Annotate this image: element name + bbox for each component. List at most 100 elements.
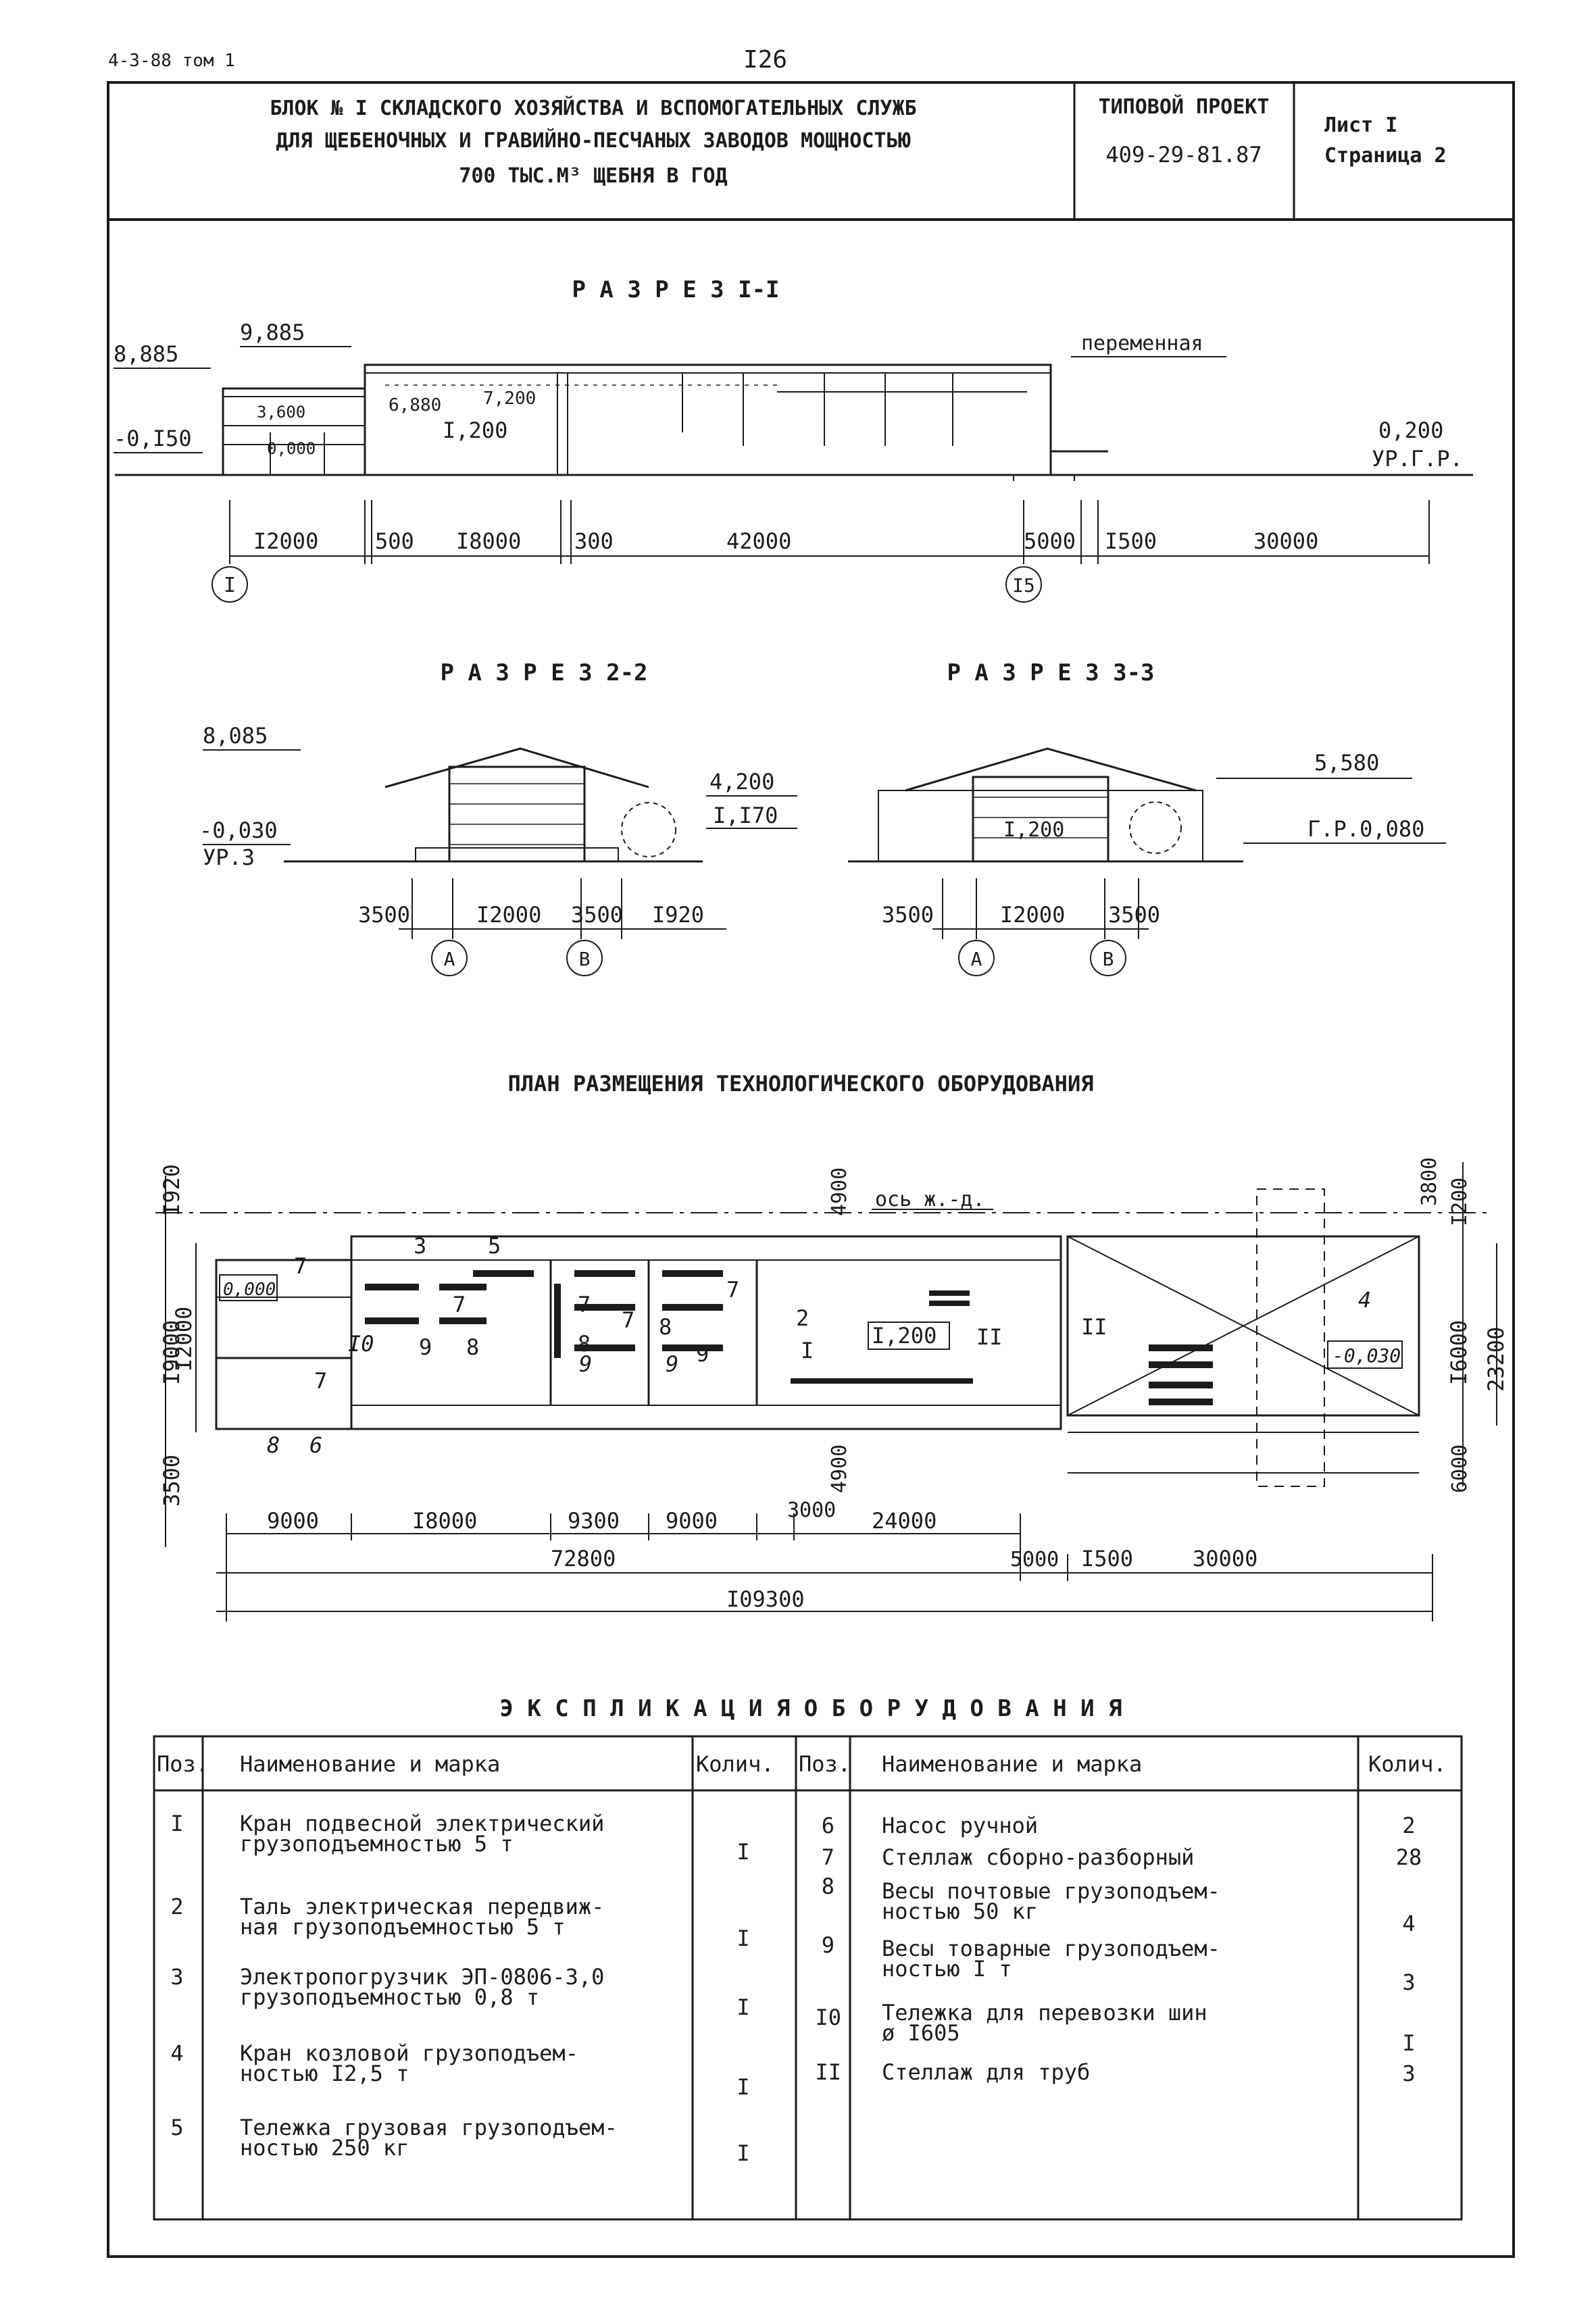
row-9-name-2: ностью I т [882,1956,1012,1982]
dim2-12000: I2000 [476,902,541,928]
hdim-9300: 9300 [568,1508,620,1534]
elev-6880: 6,880 [389,395,441,416]
page-label: Страница 2 [1324,144,1447,168]
row-2-name-2: ная грузоподъемностью 5 т [240,1914,566,1940]
row-8-pos: 8 [822,1873,834,1899]
row-8-name-2: ностью 50 кг [882,1898,1038,1924]
row-1-qty: I [737,1839,749,1865]
row-4-qty: I [737,2074,749,2100]
header-qty-right: Колич. [1368,1751,1447,1777]
vdim-1200: I200 [1448,1178,1472,1226]
title-block: БЛОК № I СКЛАДСКОГО ХОЗЯЙСТВА И ВСПОМОГА… [108,82,1514,221]
row-5-pos: 5 [170,2115,183,2140]
dim-500: 500 [375,528,414,554]
header-qty-left: Колич. [696,1751,774,1777]
section-1-heading: Р А З Р Е З I-I [572,276,779,303]
marker-3: 3 [414,1233,426,1259]
dim-1500: I500 [1105,528,1157,554]
elev-0000: 0,000 [267,439,316,458]
equipment-plan: ПЛАН РАЗМЕЩЕНИЯ ТЕХНОЛОГИЧЕСКОГО ОБОРУДО… [155,1071,1509,1621]
section-1-1: Р А З Р Е З I-I 8,885 9,885 -0,I50 3, [114,276,1473,603]
dim-5000: 5000 [1024,528,1076,554]
header-name-right: Наименование и марка [882,1751,1142,1777]
hdim-1500: I500 [1081,1546,1133,1571]
row-3-qty: I [737,1994,749,2020]
variable-label: переменная [1081,332,1203,355]
vdim-3500: 3500 [159,1455,184,1507]
plan-level-0000: 0,000 [223,1280,276,1300]
marker-10: I0 [348,1331,374,1357]
vdim-23200: 23200 [1483,1327,1509,1392]
section-2-heading: Р А З Р Е З 2-2 [440,659,647,686]
dim-300: 300 [574,528,614,554]
dim-18000: I8000 [456,528,521,554]
dim2-1920: I920 [652,902,704,928]
elev-1170: I,I70 [713,803,778,828]
row-2-qty: I [737,1926,749,1951]
row-5-name-2: ностью 250 кг [240,2135,409,2161]
axis-2-b: В [579,948,591,970]
marker-8a: 8 [466,1334,479,1360]
dim-30000: 30000 [1253,528,1318,554]
marker-8b: 8 [578,1331,591,1357]
row-1-name-1: Кран подвесной электрический [240,1811,604,1836]
row-6-qty: 2 [1402,1813,1415,1838]
marker-7d: 7 [622,1307,634,1333]
marker-9c: 9 [666,1351,678,1377]
elev-3600: 3,600 [257,403,305,422]
dim-12000: I2000 [253,528,318,554]
marker-11b: II [1081,1314,1107,1340]
ground-label-2: УР.З [203,845,255,870]
marker-7f: 7 [314,1368,327,1394]
row-8-name-1: Весы почтовые грузоподъем- [882,1878,1220,1904]
row-6-pos: 6 [822,1813,834,1838]
header-pos-left: Поз. [157,1751,209,1777]
row-10-qty: I [1402,2030,1415,2056]
row-2-name-1: Таль электрическая передвиж- [240,1894,604,1919]
hdim-5000: 5000 [1010,1548,1059,1571]
row-4-name-2: ностью I2,5 т [240,2061,409,2086]
hdim-3000: 3000 [787,1499,836,1522]
vdim-3800: 3800 [1418,1157,1441,1206]
marker-9b: 9 [579,1351,592,1377]
row-4-name-1: Кран козловой грузоподъем- [240,2040,578,2066]
marker-5: 5 [488,1233,501,1259]
sheet-label: Лист I [1324,114,1397,137]
explication-heading: Э К С П Л И К А Ц И Я О Б О Р У Д О В А … [499,1695,1122,1722]
project-number: 409-29-81.87 [1105,142,1262,168]
row-10-name-2: ø I605 [882,2020,960,2046]
row-1-pos: I [170,1811,183,1836]
dim2-3500-b: 3500 [571,902,623,928]
title-line-3: 700 ТЫС.М³ ЩЕБНЯ В ГОД [459,164,727,188]
title-line-2: ДЛЯ ЩЕБЕНОЧНЫХ И ГРАВИЙНО-ПЕСЧАНЫХ ЗАВОД… [276,128,911,153]
elev-8085: 8,085 [203,723,268,749]
marker-8d: 8 [267,1432,280,1458]
section-3-3: Р А З Р Е З 3-3 I,200 5,580 Г.Р.0,080 35… [848,659,1446,976]
axis-1: I [224,574,236,597]
vdim-4900-top: 4900 [828,1167,851,1216]
vdim-16000: I6000 [1446,1320,1472,1385]
row-11-pos: II [815,2059,841,2085]
marker-11a: II [976,1324,1003,1350]
row-5-name-1: Тележка грузовая грузоподъем- [240,2115,618,2140]
hdim-30000: 30000 [1193,1546,1257,1571]
dim3-12000: I2000 [1000,902,1065,928]
header-pos-right: Поз. [799,1751,851,1777]
row-2-pos: 2 [170,1894,183,1919]
elev-1200: I,200 [443,418,507,443]
rail-axis-label: ось ж.-д. [875,1188,985,1211]
hdim-18000: I8000 [412,1508,477,1534]
marker-7c: 7 [726,1277,739,1303]
elev-8885: 8,885 [114,341,178,367]
row-10-pos: I0 [815,2005,841,2030]
elev-5580: 5,580 [1314,750,1379,776]
section-2-2: Р А З Р Е З 2-2 8,085 -0,030 УР.З 4,200 … [199,659,797,976]
dim3-3500-a: 3500 [882,902,934,928]
marker-7a: 7 [453,1292,466,1317]
vdim-12000: I2000 [171,1307,197,1372]
elev-minus-0150: -0,I50 [114,426,192,451]
plan-level-1200: I,200 [872,1323,937,1349]
axis-15: I5 [1012,574,1035,597]
elev-4200: 4,200 [709,769,774,795]
row-11-qty: 3 [1402,2061,1415,2086]
